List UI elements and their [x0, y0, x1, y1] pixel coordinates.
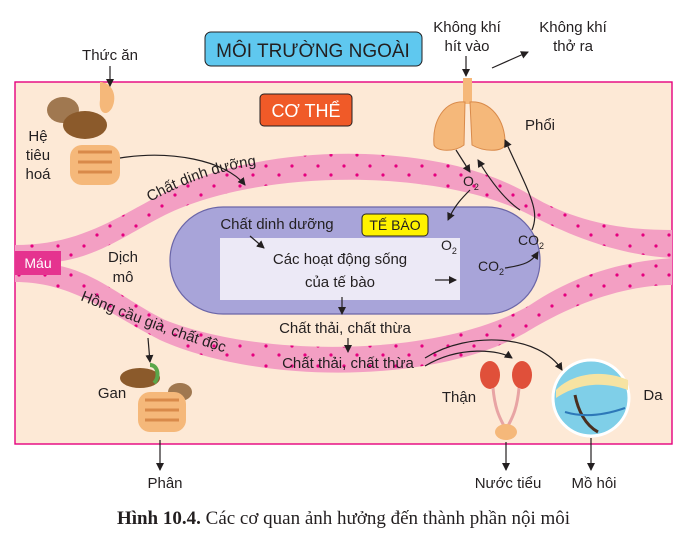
dich-mo-label-2: mô [113, 269, 134, 286]
skin-icon [551, 358, 631, 438]
liver-icon [120, 363, 192, 432]
khong-khi-tho-ra-label-2: thở ra [553, 38, 594, 55]
khong-khi-hit-vao-label-2: hít vào [444, 38, 489, 55]
moi-truong-ngoai-label: MÔI TRƯỜNG NGOÀI [216, 40, 410, 62]
moi-truong-ngoai-box [204, 31, 423, 67]
mau-label: Máu [24, 255, 51, 271]
he-tieu-hoa-label-1: Hệ [28, 128, 47, 145]
co2-inner-label: CO2 [478, 258, 504, 277]
digestive-system-icon [47, 82, 120, 185]
figure-caption-text: Các cơ quan ảnh hưởng đến thành phần nội… [200, 508, 571, 529]
he-tieu-hoa-label-2: tiêu [26, 147, 50, 164]
co-the-label: CƠ THỂ [271, 100, 340, 121]
o2-inner-label: O2 [441, 237, 457, 256]
o2-top-label: O2 [463, 173, 479, 192]
figure-caption: Hình 10.4. Các cơ quan ảnh hưởng đến thà… [0, 508, 687, 530]
hoat-dong-label-1: Các hoạt động sống [273, 251, 407, 268]
gan-label: Gan [98, 385, 126, 402]
nuoc-tieu-label: Nước tiểu [475, 475, 542, 492]
te-bao-box [361, 213, 429, 237]
chat-thai-label-2: Chất thải, chất thừa [282, 355, 414, 372]
flow-arrows [106, 51, 595, 471]
te-bao-label: TẾ BÀO [369, 217, 420, 233]
chat-thai-label-1: Chất thải, chất thừa [279, 320, 411, 337]
co-the-box [259, 93, 353, 127]
dich-mo-label-1: Dịch [108, 249, 138, 266]
khong-khi-hit-vao-label-1: Không khí [433, 19, 501, 36]
cell-chat-dinh-duong-label: Chất dinh dưỡng [220, 216, 333, 233]
mo-hoi-label: Mồ hôi [571, 475, 616, 492]
thuc-an-label: Thức ăn [82, 47, 138, 64]
khong-khi-tho-ra-label-1: Không khí [539, 19, 607, 36]
he-tieu-hoa-label-3: hoá [25, 166, 51, 183]
lungs-icon [433, 78, 506, 151]
co2-right-label: CO2 [518, 232, 544, 251]
figure-number: Hình 10.4. [116, 508, 201, 529]
hoat-dong-label-2: của tế bào [305, 274, 375, 291]
phoi-label: Phổi [525, 117, 555, 134]
than-label: Thận [442, 389, 476, 406]
kidneys-icon [480, 361, 532, 440]
mau-box [15, 251, 61, 275]
phan-label: Phân [147, 475, 182, 492]
da-label: Da [643, 387, 663, 404]
